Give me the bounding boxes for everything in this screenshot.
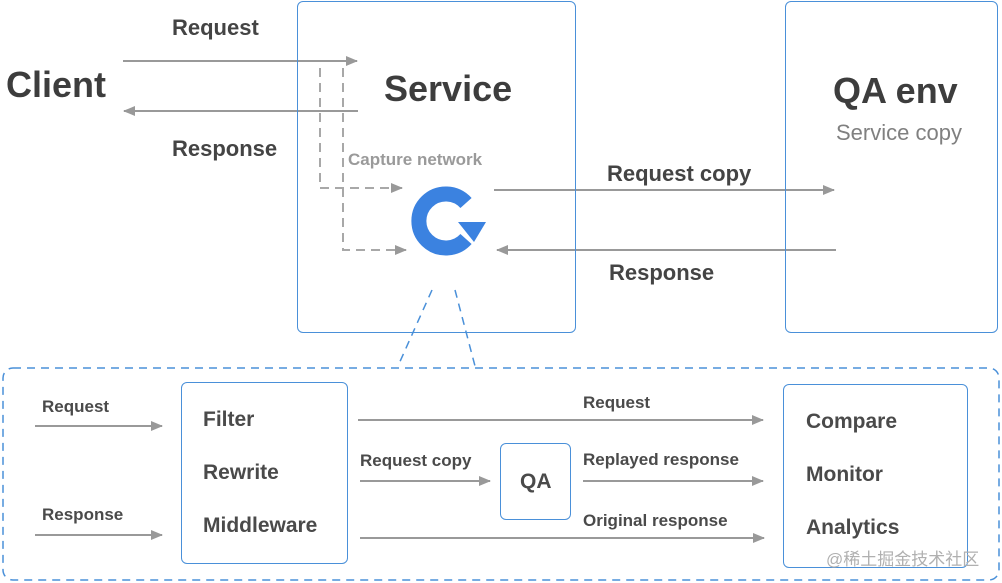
in-response-label: Response	[42, 505, 124, 524]
analysis-item-analytics: Analytics	[806, 516, 900, 539]
client-request-label: Request	[172, 15, 259, 40]
watermark: @稀土掘金技术社区	[826, 550, 980, 569]
qa-env-box	[785, 1, 998, 333]
original-response-label: Original response	[583, 511, 728, 530]
client-label: Client	[6, 64, 107, 105]
client-response-label: Response	[172, 136, 278, 161]
in-request-label: Request	[42, 397, 110, 416]
analysis-box	[783, 384, 968, 568]
service-box	[297, 1, 576, 333]
capture-network-label: Capture network	[348, 150, 483, 169]
qa-response-label: Response	[609, 260, 715, 285]
analysis-item-monitor: Monitor	[806, 463, 883, 486]
refresh-icon	[411, 186, 486, 256]
qa-box	[500, 443, 571, 520]
analysis-item-compare: Compare	[806, 410, 898, 433]
detail-panel-border	[2, 367, 1000, 581]
replayed-response-label: Replayed response	[583, 450, 739, 469]
capture-tap-response	[342, 68, 407, 255]
qa-env-subtitle: Service copy	[836, 120, 962, 145]
processing-item-filter: Filter	[203, 408, 255, 431]
processing-item-middleware: Middleware	[203, 514, 318, 537]
forward-request-label: Request	[583, 393, 651, 412]
qa-box-label: QA	[520, 470, 552, 493]
processing-item-rewrite: Rewrite	[203, 461, 279, 484]
service-title: Service	[384, 68, 513, 109]
qa-env-title: QA env	[833, 70, 958, 111]
forward-request-copy-label: Request copy	[360, 451, 472, 470]
request-copy-label: Request copy	[607, 161, 752, 186]
capture-tap-request	[319, 68, 403, 193]
processing-box	[181, 382, 348, 564]
